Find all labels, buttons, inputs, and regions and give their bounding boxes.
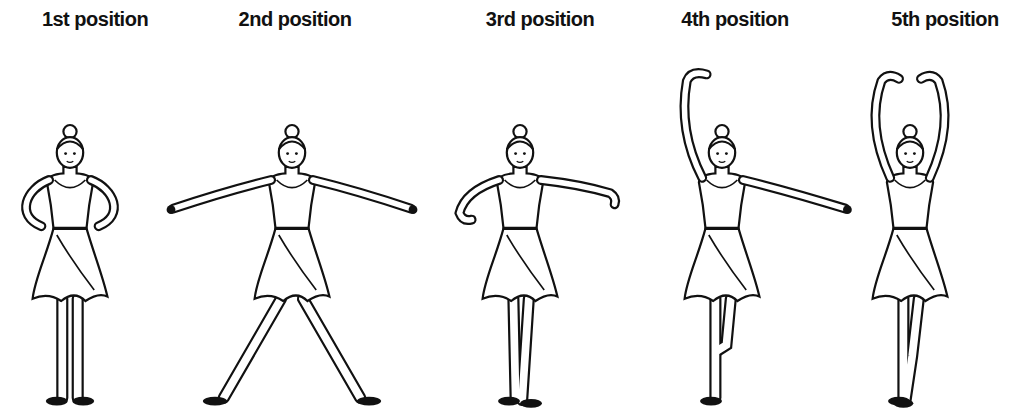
dancer-figure (26, 125, 114, 406)
position-label: 5th position (891, 8, 998, 31)
position-label: 1st position (42, 8, 148, 31)
position-label: 2nd position (239, 8, 352, 31)
dancer-figure (873, 76, 948, 408)
dancer-figure (167, 125, 418, 406)
position-label: 4th position (681, 8, 788, 31)
position-label: 3rd position (486, 8, 594, 31)
dancer-figure (460, 125, 616, 408)
dancer-figure (684, 73, 851, 405)
